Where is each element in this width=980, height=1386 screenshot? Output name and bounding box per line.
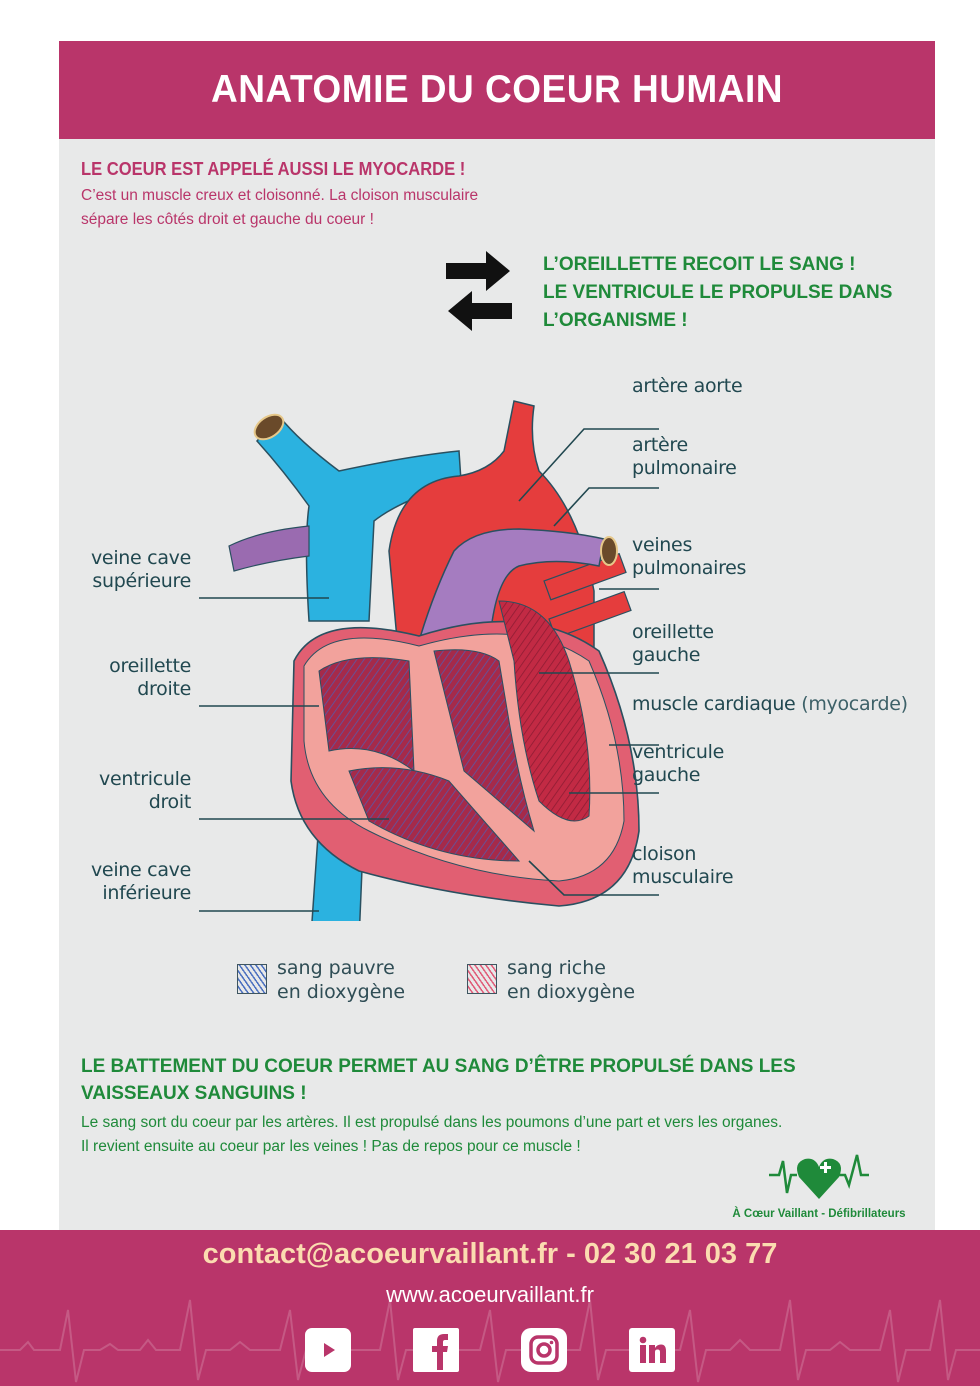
- facebook-icon: [432, 1334, 448, 1370]
- intro-section: LE COEUR EST APPELÉ AUSSI LE MYOCARDE ! …: [81, 159, 601, 232]
- poster-card: ANATOMIE DU COEUR HUMAIN LE COEUR EST AP…: [59, 41, 935, 1230]
- swap-arrows-icon: [446, 251, 512, 331]
- youtube-icon: [324, 1343, 335, 1357]
- label-aorta: artère aorte: [632, 375, 743, 397]
- heartbeat-section: LE BATTEMENT DU COEUR PERMET AU SANG D’Ê…: [81, 1053, 921, 1159]
- intro-heading: LE COEUR EST APPELÉ AUSSI LE MYOCARDE !: [81, 159, 466, 179]
- footer: contact@acoeurvaillant.fr - 02 30 21 03 …: [0, 1230, 980, 1386]
- note-line-3: L’ORGANISME !: [543, 310, 688, 331]
- facebook-button[interactable]: [413, 1328, 459, 1372]
- heartbeat-heading-1: LE BATTEMENT DU COEUR PERMET AU SANG D’Ê…: [81, 1056, 796, 1077]
- instagram-button[interactable]: [521, 1328, 567, 1372]
- title-banner: ANATOMIE DU COEUR HUMAIN: [59, 41, 935, 139]
- company-logo: À Cœur Vaillant - Défibrillateurs: [719, 1153, 919, 1223]
- atrium-ventricle-note: L’OREILLETTE RECOIT LE SANG ! LE VENTRIC…: [543, 251, 892, 335]
- oxygen-rich-swatch: [467, 964, 497, 994]
- superior-vena-cava: [255, 414, 462, 622]
- instagram-icon: [529, 1335, 559, 1365]
- intro-line-2: sépare les côtés droit et gauche du coeu…: [81, 211, 374, 228]
- page-title: ANATOMIE DU COEUR HUMAIN: [211, 68, 783, 111]
- social-links: [0, 1328, 980, 1372]
- linkedin-icon: [639, 1336, 666, 1363]
- linkedin-button[interactable]: [629, 1328, 675, 1372]
- heart-ecg-logo-icon: [769, 1154, 869, 1199]
- intro-line-1: C’est un muscle creux et cloisonné. La c…: [81, 187, 479, 204]
- heart-diagram: [199, 400, 659, 921]
- pulmonary-artery: [418, 528, 605, 652]
- note-line-1: L’OREILLETTE RECOIT LE SANG !: [543, 254, 856, 275]
- contact-email-phone[interactable]: contact@acoeurvaillant.fr - 02 30 21 03 …: [202, 1238, 778, 1270]
- heartbeat-text: Le sang sort du coeur par les artères. I…: [81, 1114, 783, 1155]
- website-link[interactable]: www.acoeurvaillant.fr: [386, 1282, 594, 1307]
- youtube-button[interactable]: [305, 1328, 351, 1372]
- oxygen-poor-swatch: [237, 964, 267, 994]
- heartbeat-heading-2: VAISSEAUX SANGUINS !: [81, 1083, 307, 1104]
- label-heart-muscle: muscle cardiaque (myocarde): [632, 693, 908, 715]
- note-line-2: LE VENTRICULE LE PROPULSE DANS: [543, 282, 893, 303]
- ecg-background-icon: [0, 1299, 980, 1383]
